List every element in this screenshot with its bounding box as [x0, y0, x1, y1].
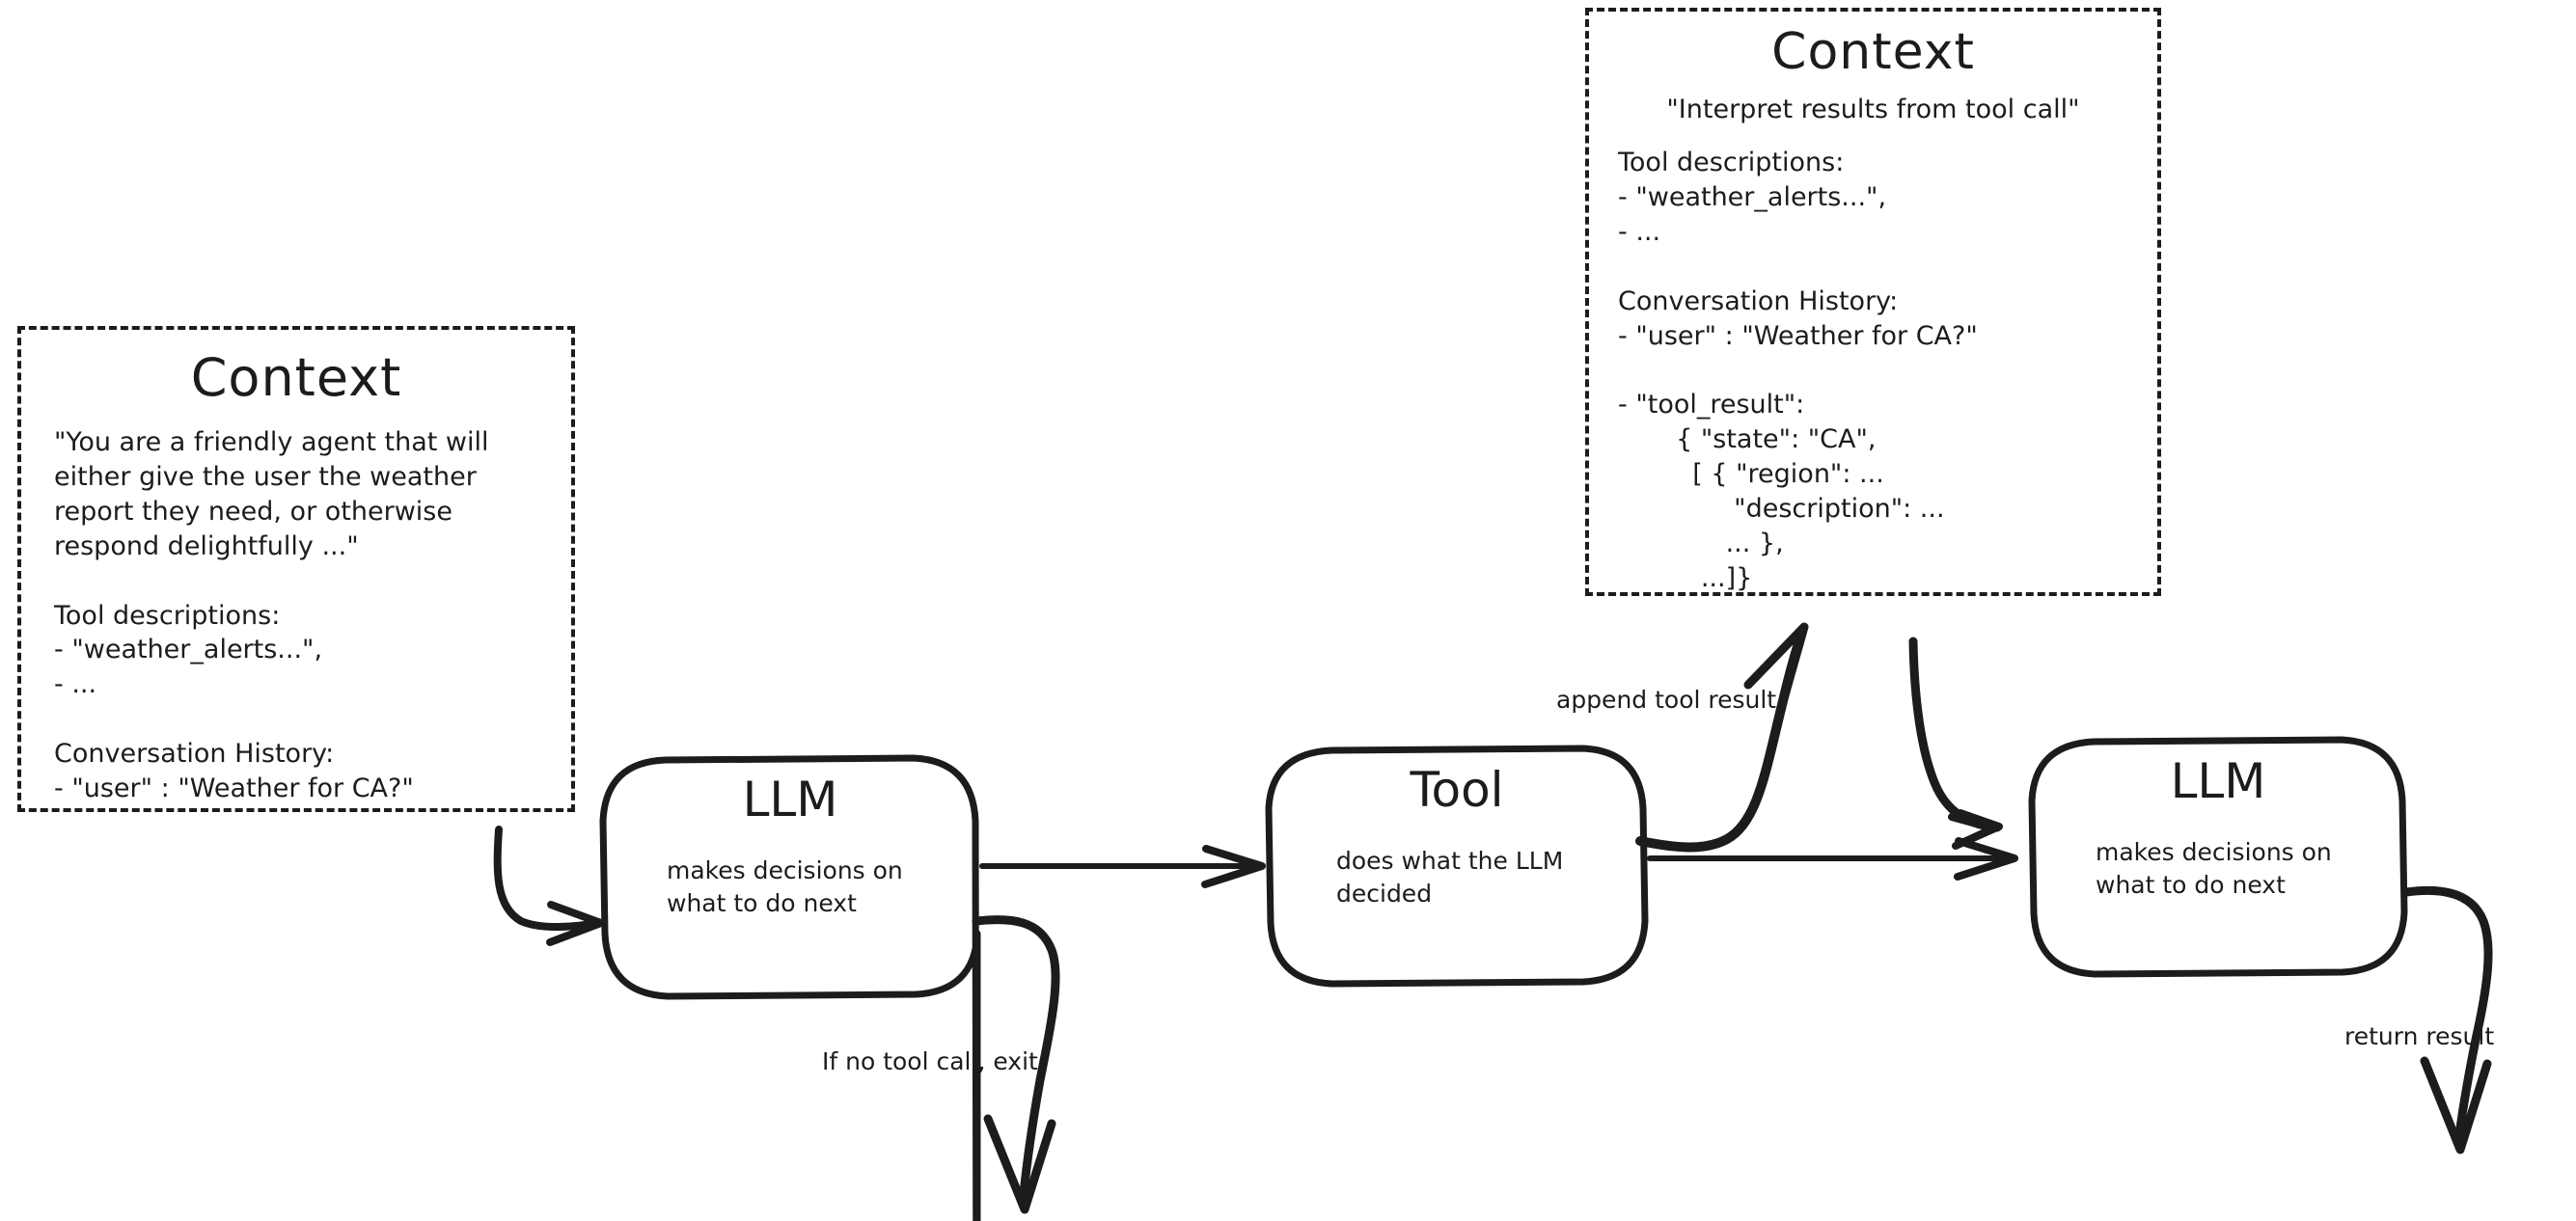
context-right-subtitle: "Interpret results from tool call"	[1666, 95, 2080, 124]
edge-label-return-result: return result	[2344, 1022, 2495, 1050]
context-right-title: Context	[1771, 23, 1975, 81]
edge-label-if-no-tool-call-exit: If no tool call, exit	[822, 1047, 1038, 1075]
arrow-context-to-llm1-head	[546, 901, 605, 946]
arrow-llm2-exit-head	[2420, 1056, 2492, 1154]
context-left-body: "You are a friendly agent that will eith…	[54, 427, 489, 804]
llm-2-node: LLM makes decisions on what to do next	[2032, 753, 2404, 902]
context-right-body: Tool descriptions: - "weather_alerts..."…	[1618, 148, 1978, 593]
llm-2-title: LLM	[2170, 753, 2266, 809]
tool-node: Tool does what the LLM decided	[1269, 762, 1645, 910]
llm-1-title: LLM	[742, 772, 838, 828]
arrow-context-to-llm2-head2	[1948, 813, 1997, 850]
llm-1-node: LLM makes decisions on what to do next	[603, 772, 977, 920]
context-left-title: Context	[190, 347, 402, 408]
arrow-llm2-exit-shaft	[2401, 885, 2493, 1148]
context-box-right: Context "Interpret results from tool cal…	[1585, 8, 2161, 596]
tool-subtitle: does what the LLM decided	[1336, 847, 1564, 908]
arrow-context-to-llm1-shaft	[493, 826, 597, 932]
arrow-llm1-to-tool-head	[1201, 845, 1266, 888]
arrow-llm1-exit-head	[983, 1114, 1056, 1214]
context-box-left: Context "You are a friendly agent that w…	[17, 326, 575, 812]
tool-title: Tool	[1410, 762, 1504, 818]
edge-label-append-tool-result: append tool result	[1556, 686, 1777, 714]
arrow-tool-to-context-shaft	[1635, 627, 1807, 853]
arrow-context-to-llm2-head	[1957, 809, 2003, 846]
arrow-context-to-llm2-shaft	[1908, 637, 2002, 832]
llm-1-subtitle: makes decisions on what to do next	[667, 856, 903, 917]
llm-2-subtitle: makes decisions on what to do next	[2096, 838, 2332, 899]
arrow-tool-to-llm2-head	[1954, 837, 2018, 881]
